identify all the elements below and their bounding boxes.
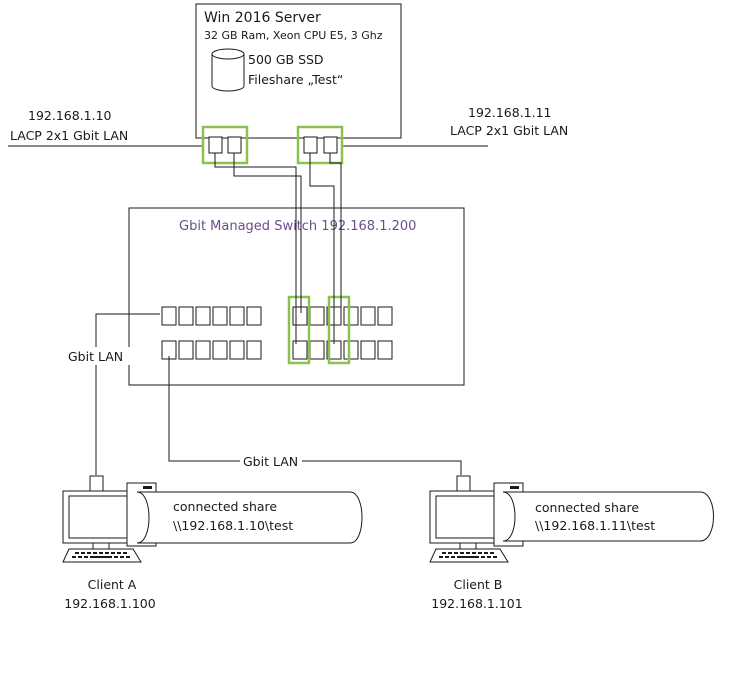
client-a-ip: 192.168.1.100 — [64, 596, 155, 611]
link-client-a — [95, 313, 160, 475]
nic-right-port-2 — [323, 136, 338, 154]
nic-left-port-2 — [227, 136, 242, 154]
switch-port — [246, 306, 262, 326]
switch-port — [292, 306, 308, 326]
client-b-share-path: \\192.168.1.11\test — [535, 518, 655, 533]
computer-icon — [429, 475, 524, 563]
switch-port — [292, 340, 308, 360]
nic-right-ip: 192.168.1.11 — [468, 105, 552, 120]
client-a-name: Client A — [88, 577, 137, 592]
nic-left-label: LACP 2x1 Gbit LAN — [10, 128, 128, 143]
nic-right-label: LACP 2x1 Gbit LAN — [450, 123, 568, 138]
nic-left-highlight — [201, 125, 249, 165]
switch-port — [360, 306, 376, 326]
switch-port — [212, 306, 228, 326]
nic-left-ip: 192.168.1.10 — [28, 108, 112, 123]
share-callout-b: connected share \\192.168.1.11\test — [502, 491, 714, 542]
switch-port — [229, 340, 245, 360]
switch-title: Gbit Managed Switch 192.168.1.200 — [179, 219, 416, 234]
switch-port — [360, 340, 376, 360]
switch-port — [195, 306, 211, 326]
client-a-share-path: \\192.168.1.10\test — [173, 518, 293, 533]
nic-left-port-1 — [208, 136, 223, 154]
share-callout-a: connected share \\192.168.1.10\test — [136, 491, 363, 544]
switch-lacp-group-2 — [327, 295, 351, 365]
nic-right-highlight — [296, 125, 344, 165]
switch-port — [343, 306, 359, 326]
disk-share: Fileshare „Test“ — [248, 72, 343, 87]
nic-right-port-1 — [303, 136, 318, 154]
switch-port — [343, 340, 359, 360]
client-b-ip: 192.168.1.101 — [431, 596, 522, 611]
switch-ports — [161, 306, 393, 360]
switch-port — [229, 306, 245, 326]
link-client-b — [168, 356, 462, 475]
switch-port — [377, 340, 393, 360]
nic-left — [201, 125, 249, 165]
link-client-a-label: Gbit LAN — [68, 349, 123, 364]
switch-port — [377, 306, 393, 326]
switch-port — [212, 340, 228, 360]
lacp-wires — [214, 153, 342, 344]
switch-port — [161, 306, 177, 326]
switch-port — [309, 340, 325, 360]
link-client-b-label: Gbit LAN — [243, 454, 298, 469]
disk-size: 500 GB SSD — [248, 52, 324, 67]
disk-icon — [211, 48, 245, 92]
switch-port — [195, 340, 211, 360]
computer-icon — [62, 475, 157, 563]
switch-port — [309, 306, 325, 326]
switch-port — [178, 306, 194, 326]
client-b-share-title: connected share — [535, 500, 639, 515]
switch-port — [246, 340, 262, 360]
client-b-name: Client B — [454, 577, 503, 592]
server-title: Win 2016 Server — [204, 10, 321, 26]
switch-port — [178, 340, 194, 360]
client-a-share-title: connected share — [173, 499, 277, 514]
server-box: Win 2016 Server 32 GB Ram, Xeon CPU E5, … — [195, 3, 402, 139]
server-specs: 32 GB Ram, Xeon CPU E5, 3 Ghz — [204, 29, 383, 42]
switch-lacp-group-1 — [287, 295, 311, 365]
